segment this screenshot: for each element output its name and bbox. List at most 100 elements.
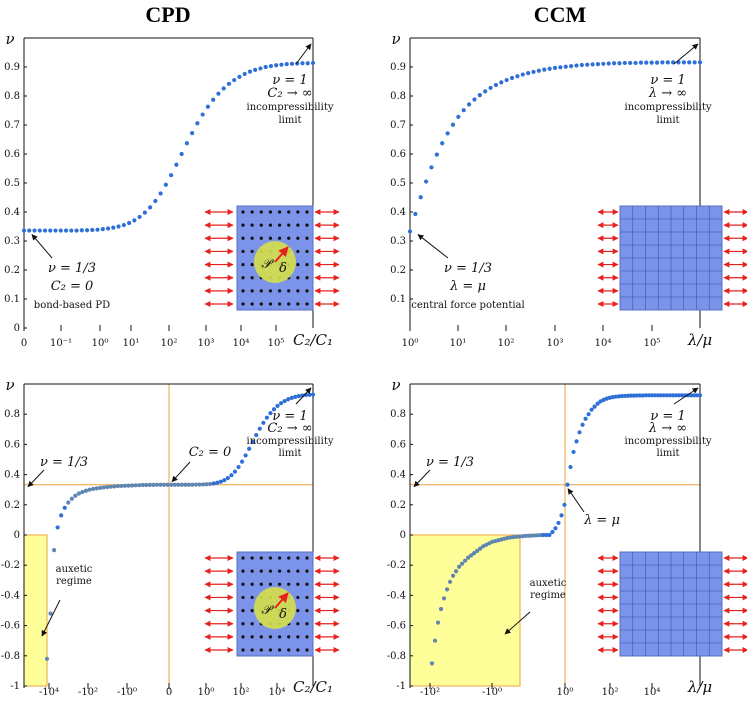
data-point [158,191,163,196]
data-point [310,60,316,66]
data-point [456,114,461,119]
x-tick-label: -10⁰ [482,687,502,698]
data-point [58,228,63,233]
x-tick-label: 10⁰ [402,338,419,349]
y-tick-label: 0.8 [390,409,406,420]
material-point [250,249,254,254]
data-point [544,532,549,538]
data-point [216,91,221,96]
annotation-arrow [673,387,699,405]
data-point [268,411,273,416]
material-point [296,236,300,240]
material-point [296,262,300,267]
x-tick-label: -10⁰ [117,687,137,698]
data-point [460,561,465,566]
material-point [287,635,291,639]
annotation-limit: λ → ∞ [648,421,687,436]
data-point [622,60,627,66]
annotation-limit: limit [656,115,679,126]
data-point [665,60,670,65]
data-point [132,218,137,223]
data-point [176,482,181,487]
y-tick-label: -0.2 [387,560,406,571]
data-point [574,439,579,444]
annotation-arrow [295,387,312,405]
data-point [116,224,121,229]
material-point [287,648,291,652]
annotation-limit: C₂ → ∞ [267,421,312,436]
data-point [111,225,116,230]
annotation-limit: incompressibility [625,102,712,113]
data-point [108,484,113,489]
y-tick-label: 0.6 [390,439,406,450]
material-point [250,608,254,613]
x-axis-label: λ/μ [687,331,712,349]
material-point [250,569,254,573]
data-point [463,558,468,563]
data-point [91,486,96,492]
material-point [296,276,300,280]
data-point [200,112,205,117]
y-tick-label: 0.4 [390,207,406,218]
material-point [250,648,254,652]
data-point [158,482,163,487]
data-point [48,228,53,233]
data-point [577,430,582,435]
data-point [94,486,99,491]
annotation-limit: λ → ∞ [648,86,687,101]
material-point [250,302,254,306]
data-point [619,393,624,399]
material-point [287,302,291,306]
data-point [654,60,660,65]
data-point [515,74,520,79]
y-tick-label: -0.2 [1,560,20,571]
data-point [215,480,220,485]
material-point [241,276,245,280]
data-point [286,397,291,402]
data-point [585,62,590,67]
data-point [264,415,269,420]
data-point [32,228,37,233]
material-point [268,289,273,293]
annotation-arrow [413,469,431,488]
material-point [250,595,254,600]
material-point [241,210,245,214]
data-point [62,505,67,510]
data-point [211,481,216,486]
panel-cpd-bottom: νC₂/C₁0.80.60.40.20-0.2-0.4-0.6-0.8-1-10… [1,376,340,698]
data-point [37,228,42,233]
data-point [447,579,453,584]
x-tick-label: 0 [21,338,27,349]
data-point [44,656,50,661]
material-point [250,276,254,280]
data-point [559,513,564,518]
data-point [221,86,226,91]
material-point [296,569,300,573]
data-point [195,121,200,126]
material-point [241,635,245,639]
x-tick-label: 10⁵ [644,338,661,349]
data-point [595,62,601,67]
data-point [590,62,595,67]
annotation-auxetic: auxetic [56,564,93,575]
y-tick-label: 0.6 [390,149,406,160]
data-point [625,393,630,398]
annotation-third: ν = 1/3 [40,455,88,470]
y-tick-label: 0.4 [4,470,20,481]
data-point [242,71,247,77]
data-point [504,77,509,83]
data-point [95,227,100,232]
annotation-limit: incompressibility [247,102,334,113]
data-point [247,446,252,451]
data-point [126,220,132,226]
data-point [658,393,663,398]
data-point [130,483,135,488]
material-point [305,236,309,240]
data-point [144,482,149,488]
data-point [275,403,280,408]
annotation-limit: limit [278,448,301,459]
data-point [51,548,57,553]
data-point [268,64,274,69]
data-point [553,526,558,531]
y-tick-label: 0.2 [390,500,406,511]
